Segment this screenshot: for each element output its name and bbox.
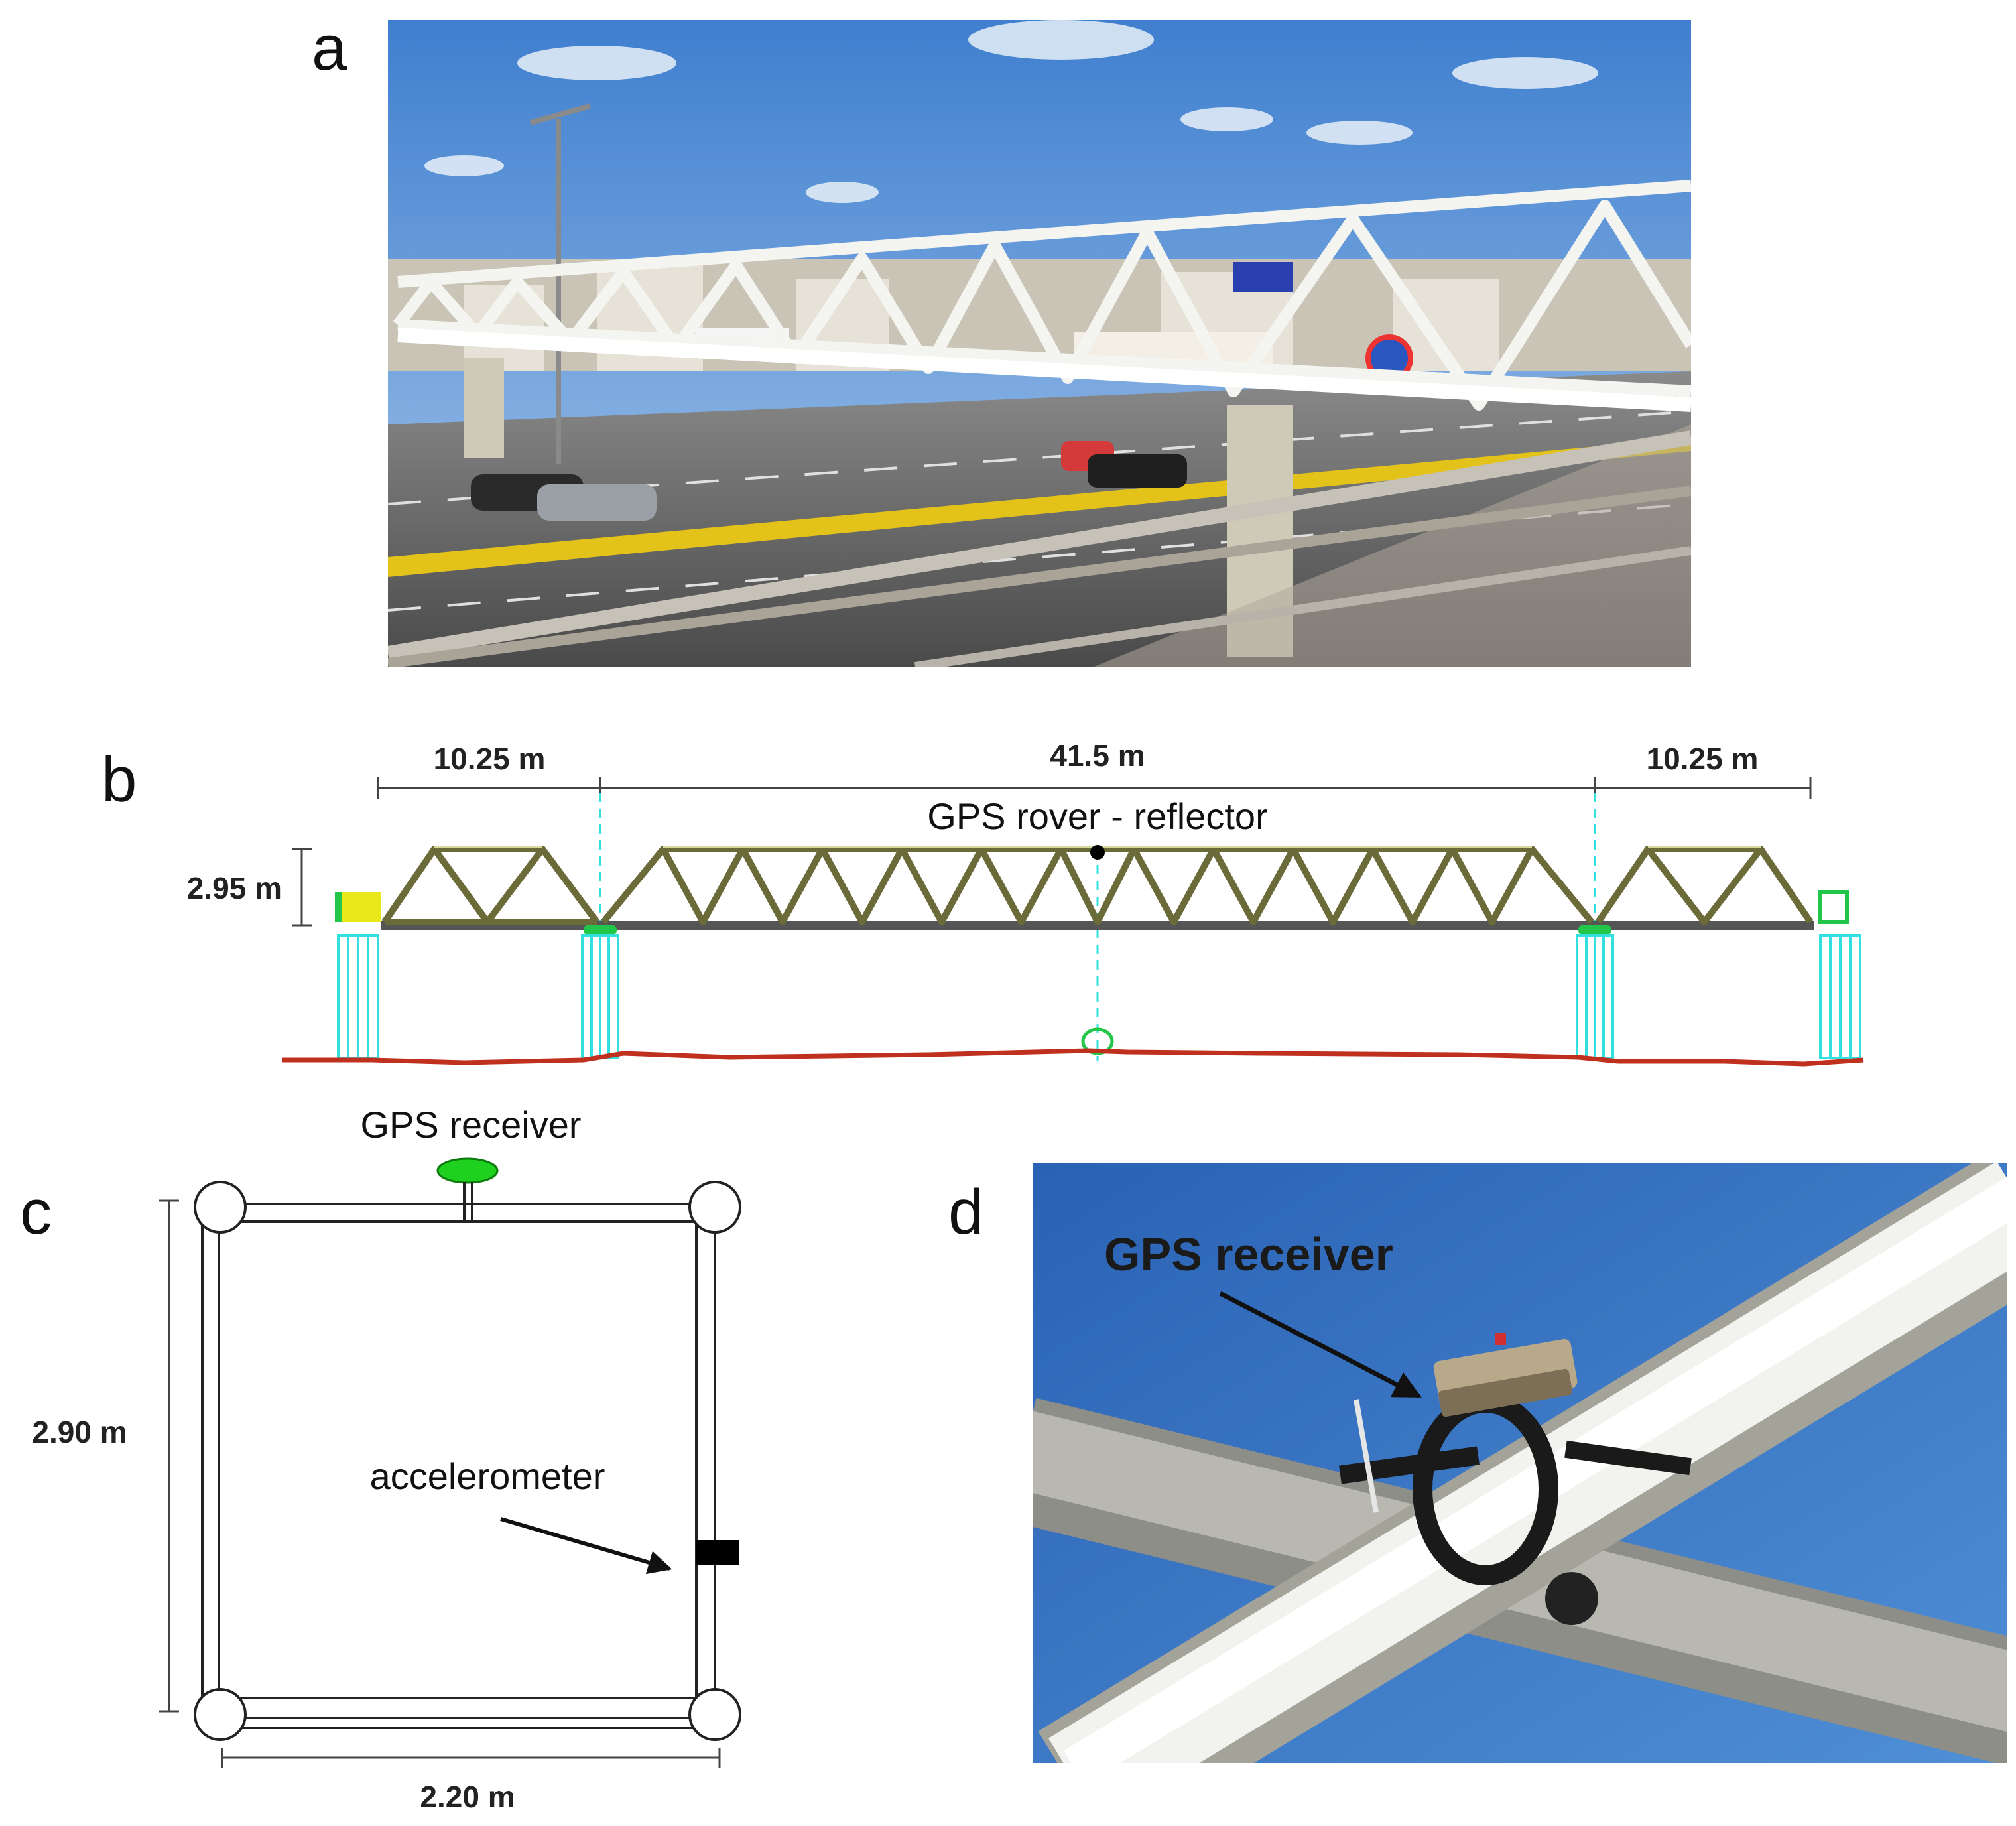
gps-receiver-label-d: GPS receiver [1104,1228,1393,1280]
road-median-stripe [388,438,1691,577]
antenna-rod [1354,1399,1379,1513]
height-dimension-line [292,848,312,927]
section-width-label: 2.20 m [420,1780,515,1814]
gps-receiver-box [1433,1333,1578,1417]
gps-receiver-label-c: GPS receiver [361,1104,582,1145]
foreground-railing [388,424,1691,667]
bridge-deck [397,328,1691,412]
ground-line [282,1048,1864,1067]
panel-b-elevation: 10.25 m 41.5 m 10.25 m GPS rover - refle… [187,738,1864,1067]
panel-c-letter: c [20,1177,52,1248]
truss-height-label: 2.95 m [187,871,282,905]
panel-b-letter: b [101,744,137,815]
gps-rover-point [1090,845,1105,860]
antenna-mast [463,1182,473,1222]
gps-receiver-arrow [1219,1291,1422,1399]
panel-a-letter: a [312,13,347,84]
lamp-post [529,103,592,464]
abutments [335,890,1849,924]
accelerometer-arrow [500,1517,672,1575]
support-centerlines [599,793,1596,1061]
clouds [424,20,1598,203]
gps-rover-label: GPS rover - reflector [927,795,1267,837]
piers [337,934,1861,1059]
panel-a-photo [388,20,1691,667]
bearings [584,925,1611,1055]
chord-tubes [194,1181,741,1741]
accelerometer-label: accelerometer [370,1455,605,1497]
section-height-label: 2.90 m [32,1415,127,1449]
span-right-label: 10.25 m [1647,742,1759,776]
span-left-label: 10.25 m [434,742,546,776]
section-dimension-lines [159,1199,721,1768]
span-center-label: 41.5 m [1050,738,1145,773]
truss-frame [201,1203,716,1729]
gps-receiver-antenna [436,1157,499,1184]
footbridge-truss [393,180,1691,411]
cars [471,441,1187,521]
accelerometer-block [696,1540,739,1565]
panel-c-section: GPS receiver accelerometer [32,1104,741,1814]
panel-d-letter: d [948,1177,983,1248]
panel-d-photo [1033,1163,2007,1763]
